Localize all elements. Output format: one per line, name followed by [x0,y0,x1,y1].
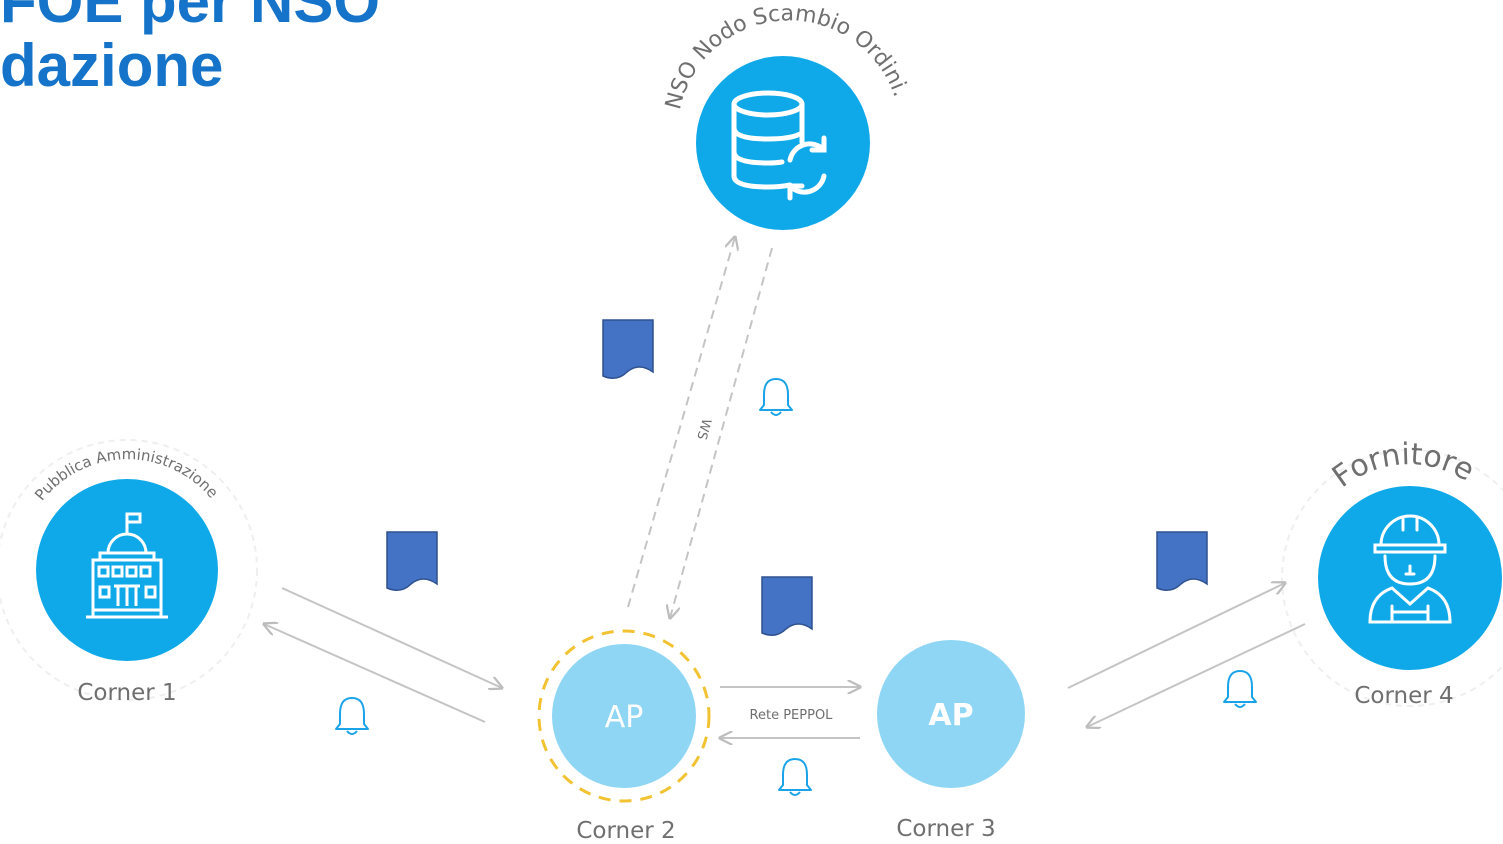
ap-fornitore-connection [1067,583,1306,727]
corner-2-label: Corner 2 [576,818,675,844]
document-icon [1156,531,1208,591]
government-building-icon [86,512,168,619]
ap-2-text: AP [605,700,644,735]
document-icon [386,531,438,591]
ws-arrow-up [627,237,735,608]
document-icon [761,576,813,636]
ws-arrow-down [670,247,773,618]
ap-to-pa-arrow [264,624,486,723]
pa-ap-connection [264,587,502,723]
fornitore-label: Fornitore [1326,437,1480,495]
decorative-rings [0,439,1503,707]
bell-icon [335,697,369,735]
selection-ring [537,629,711,803]
page-title-line-1: FOE per NSO [0,0,381,35]
ws-label: WS [693,417,713,441]
ap-3-text: AP [928,698,973,733]
database-sync-icon [731,90,827,201]
document-icons [386,319,1208,636]
ap-node-corner-2: AP [537,629,711,803]
ws-connection [627,237,773,618]
bell-icon [1223,670,1257,708]
ap-to-fornitore-arrow [1067,583,1285,689]
pa-to-ap-arrow [281,587,502,688]
corner-1-label: Corner 1 [77,680,176,706]
peppol-label: Rete PEPPOL [750,708,834,723]
bell-icon [778,758,812,796]
corner-4-label: Corner 4 [1354,683,1453,709]
pa-node: Pubblica Amministrazione [31,445,222,661]
worker-helmet-icon [1368,514,1452,624]
peppol-connection [720,687,860,738]
fornitore-node: Fornitore [1318,437,1502,670]
document-icon [602,319,654,379]
fornitore-to-ap-arrow [1087,623,1306,727]
page-title-line-2: dazione [0,32,224,99]
page-title: FOE per NSO dazione [0,0,380,98]
bell-icon [759,378,793,416]
corner-3-label: Corner 3 [896,816,995,842]
ap-node-corner-3: AP [877,640,1025,788]
nso-node: NSO Nodo Scambio Ordini. [661,1,913,230]
